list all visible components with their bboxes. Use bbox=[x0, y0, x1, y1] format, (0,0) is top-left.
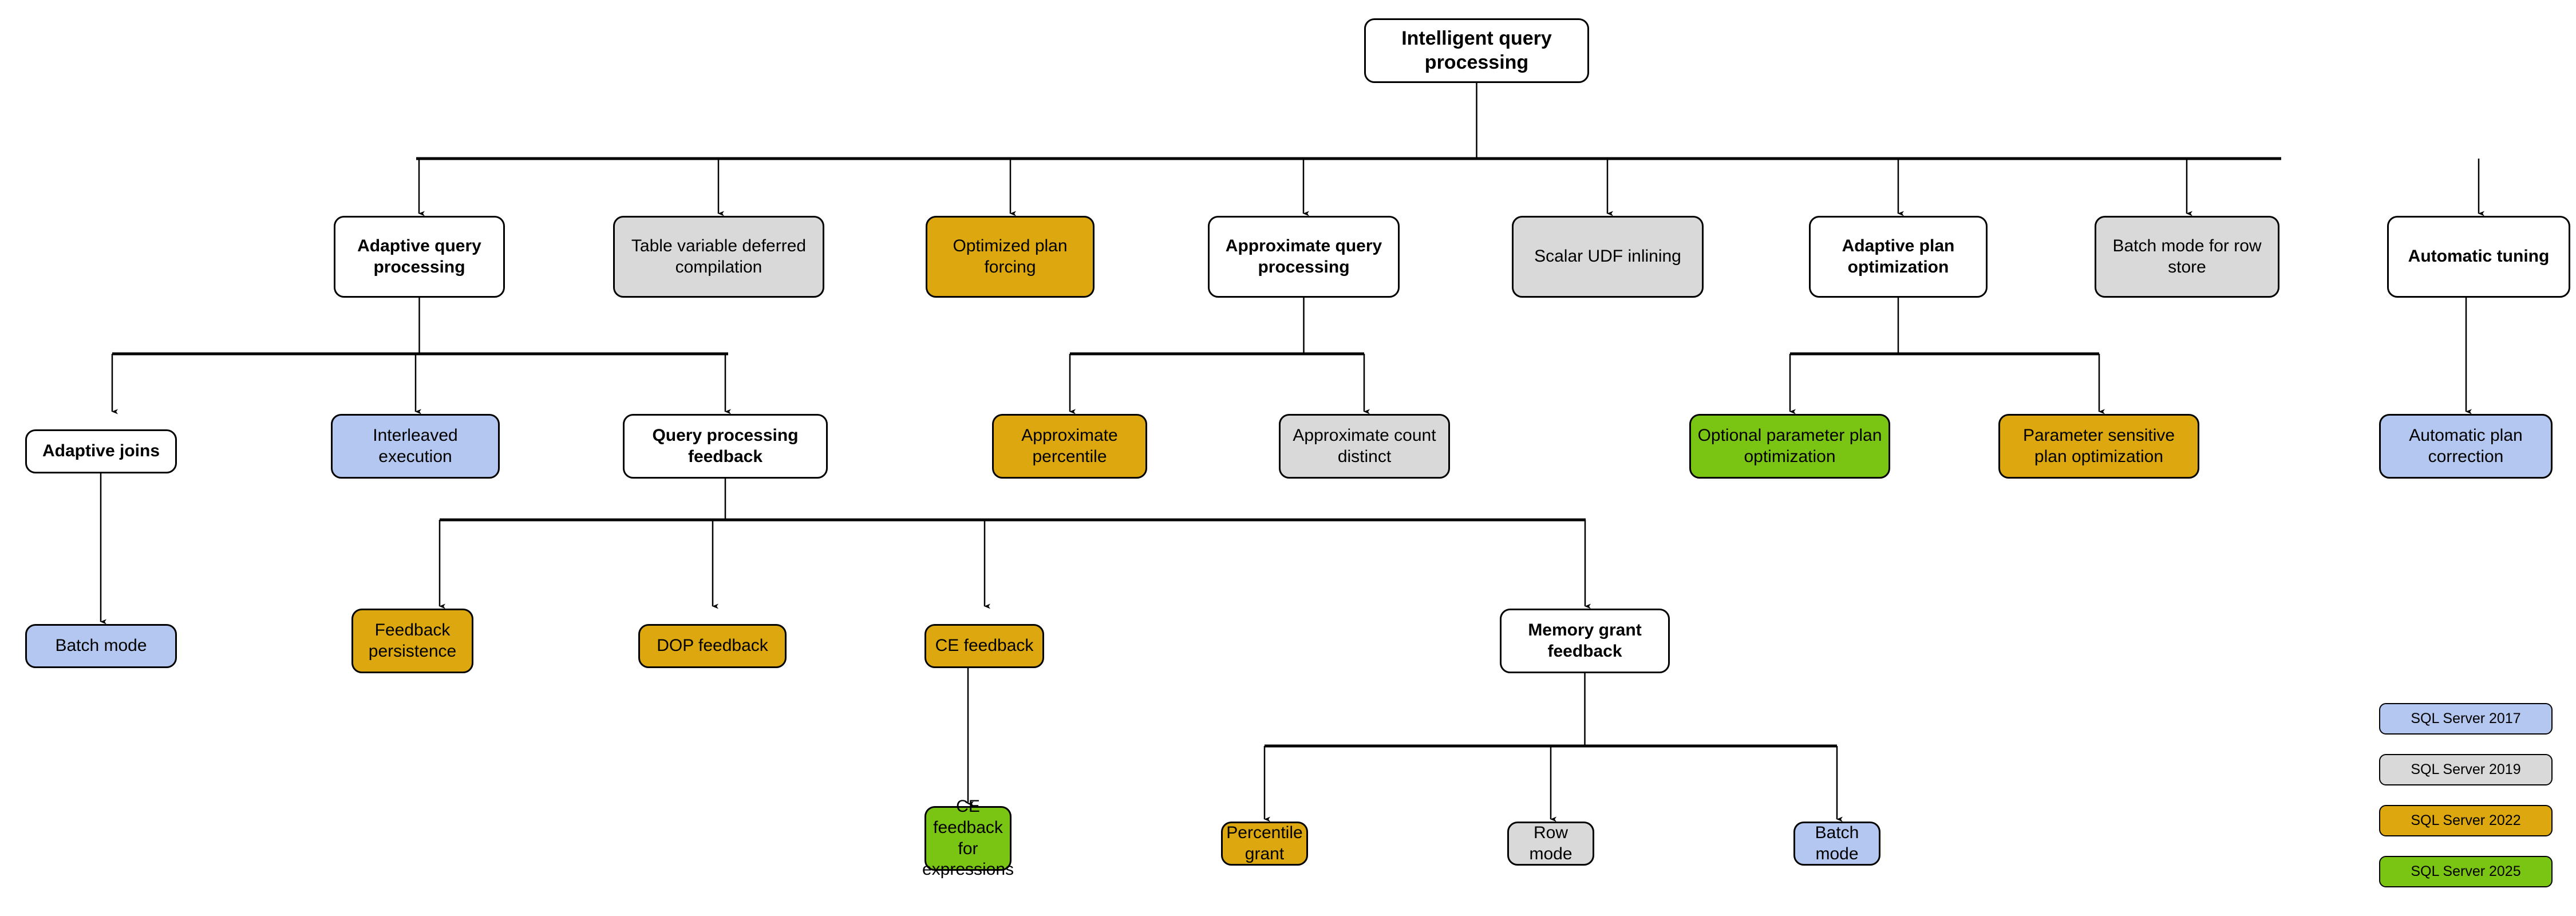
node-acd[interactable]: Approximate count distinct bbox=[1279, 414, 1450, 479]
node-aproc[interactable]: Approximate query processing bbox=[1208, 216, 1400, 298]
node-label: Optimized plan forcing bbox=[953, 236, 1068, 277]
node-apo[interactable]: Adaptive plan optimization bbox=[1809, 216, 1988, 298]
node-mgf[interactable]: Memory grant feedback bbox=[1500, 609, 1670, 673]
node-label: Adaptive query processing bbox=[357, 236, 481, 277]
node-cefe[interactable]: CE feedback for expressions bbox=[922, 797, 1014, 879]
node-bm2[interactable]: Batch mode bbox=[1793, 822, 1880, 866]
node-label: Batch mode for row store bbox=[2112, 236, 2262, 277]
node-ce[interactable]: CE feedback bbox=[924, 624, 1044, 668]
node-appc[interactable]: Approximate percentile bbox=[992, 414, 1147, 479]
node-label: Adaptive joins bbox=[42, 441, 160, 461]
node-label: Approximate count distinct bbox=[1293, 425, 1436, 466]
node-label: Intelligent query processing bbox=[1401, 27, 1552, 73]
node-iqp[interactable]: Intelligent query processing bbox=[1364, 18, 1589, 83]
node-label: CE feedback for expressions bbox=[922, 797, 1014, 879]
node-label: Memory grant feedback bbox=[1528, 620, 1642, 661]
node-ie[interactable]: Interleaved execution bbox=[331, 414, 500, 479]
node-at[interactable]: Automatic tuning bbox=[2387, 216, 2570, 298]
node-label: Automatic plan correction bbox=[2409, 425, 2523, 466]
node-bm1[interactable]: Batch mode bbox=[25, 624, 177, 668]
node-label: Approximate percentile bbox=[1021, 425, 1118, 466]
node-aqp[interactable]: Adaptive query processing bbox=[334, 216, 505, 298]
node-label: Automatic tuning bbox=[2408, 247, 2550, 266]
legend-item-label: SQL Server 2025 bbox=[2411, 863, 2521, 879]
node-fp[interactable]: Feedback persistence bbox=[351, 609, 473, 673]
legend-item-sql-server-2017: SQL Server 2017 bbox=[2379, 703, 2553, 735]
node-opf[interactable]: Optimized plan forcing bbox=[926, 216, 1095, 298]
node-label: Scalar UDF inlining bbox=[1534, 247, 1681, 266]
legend-item-sql-server-2025: SQL Server 2025 bbox=[2379, 856, 2553, 887]
node-aj[interactable]: Adaptive joins bbox=[25, 429, 177, 473]
node-label: Parameter sensitive plan optimization bbox=[2022, 425, 2175, 466]
node-label: Batch mode bbox=[55, 636, 147, 656]
node-qpf[interactable]: Query processing feedback bbox=[623, 414, 828, 479]
node-tvdc[interactable]: Table variable deferred compilation bbox=[613, 216, 824, 298]
legend-item-sql-server-2019: SQL Server 2019 bbox=[2379, 754, 2553, 785]
node-label: CE feedback bbox=[935, 636, 1034, 656]
node-rm[interactable]: Row mode bbox=[1507, 822, 1594, 866]
legend-item-label: SQL Server 2022 bbox=[2411, 812, 2521, 828]
legend-item-label: SQL Server 2019 bbox=[2411, 761, 2521, 777]
node-label: Optional parameter plan optimization bbox=[1697, 425, 1882, 466]
node-pg[interactable]: Percentile grant bbox=[1221, 822, 1308, 866]
legend-item-label: SQL Server 2017 bbox=[2411, 710, 2521, 727]
node-pspo[interactable]: Parameter sensitive plan optimization bbox=[1998, 414, 2199, 479]
node-label: DOP feedback bbox=[657, 636, 768, 656]
node-label: Adaptive plan optimization bbox=[1842, 236, 1955, 277]
node-label: Percentile grant bbox=[1226, 823, 1303, 863]
node-bmrs[interactable]: Batch mode for row store bbox=[2095, 216, 2279, 298]
node-label: Feedback persistence bbox=[368, 620, 457, 661]
node-label: Interleaved execution bbox=[373, 425, 458, 466]
node-oppo[interactable]: Optional parameter plan optimization bbox=[1689, 414, 1890, 479]
node-label: Batch mode bbox=[1815, 823, 1859, 863]
legend-item-sql-server-2022: SQL Server 2022 bbox=[2379, 805, 2553, 836]
node-apc[interactable]: Automatic plan correction bbox=[2379, 414, 2553, 479]
node-sudf[interactable]: Scalar UDF inlining bbox=[1512, 216, 1704, 298]
node-label: Row mode bbox=[1529, 823, 1573, 863]
node-label: Table variable deferred compilation bbox=[631, 236, 807, 277]
node-label: Query processing feedback bbox=[652, 425, 799, 466]
node-dop[interactable]: DOP feedback bbox=[638, 624, 787, 668]
node-label: Approximate query processing bbox=[1225, 236, 1382, 277]
